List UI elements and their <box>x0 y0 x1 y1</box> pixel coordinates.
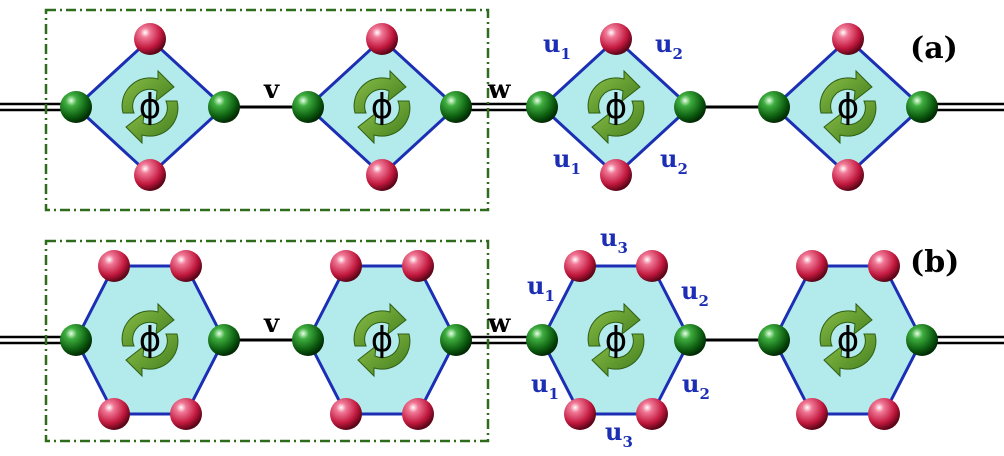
b-ring-site-top-left-3 <box>564 250 596 282</box>
b-hop-u1-bottom: u1 <box>531 369 559 403</box>
b-cell-3-phi-label: ϕ <box>605 320 627 360</box>
b-ring-site-top-right-3 <box>636 250 668 282</box>
b-ring-site-bottom-left-3 <box>564 398 596 430</box>
a-hop-u2-top-sub: 2 <box>672 45 682 63</box>
a-cell-1-phi-label: ϕ <box>139 87 161 127</box>
a-hop-u1-bottom-base: u <box>553 144 570 173</box>
a-link-site-left-4 <box>758 91 790 123</box>
b-link-site-left-1 <box>60 324 92 356</box>
a-ring-site-bottom-2 <box>366 159 398 191</box>
b-ring-site-bottom-right-4 <box>868 398 900 430</box>
b-cell-1-phi-label: ϕ <box>139 320 161 360</box>
a-hop-u2-bottom-base: u <box>660 144 677 173</box>
b-hop-u2-bottom: u2 <box>682 369 710 403</box>
a-unit-cell-box <box>44 8 490 212</box>
b-hop-u1-top-sub: 1 <box>544 287 554 305</box>
a-hop-u2-bottom: u2 <box>660 144 688 178</box>
b-hop-u1-top: u1 <box>527 271 555 305</box>
b-ring-site-bottom-left-4 <box>796 398 828 430</box>
b-ring-site-bottom-left-2 <box>330 398 362 430</box>
b-hop-u3-top-base: u <box>600 223 617 252</box>
b-hop-u2-top-base: u <box>681 276 698 305</box>
a-hop-u1-top-sub: 1 <box>560 45 570 63</box>
a-ring-site-bottom-3 <box>600 159 632 191</box>
b-link-site-left-2 <box>292 324 324 356</box>
a-ring-site-top-2 <box>366 23 398 55</box>
a-ring-site-top-3 <box>600 23 632 55</box>
a-bond-label-w: w <box>487 75 511 105</box>
b-hop-u3-bottom-sub: 3 <box>622 433 632 451</box>
b-hop-u3-bottom-base: u <box>605 417 622 446</box>
b-ring-site-bottom-right-3 <box>636 398 668 430</box>
b-ring-site-top-left-1 <box>98 250 130 282</box>
b-link-site-left-3 <box>526 324 558 356</box>
cells-layer: ϕ ϕ ϕ ϕ ϕ ϕ ϕ ϕ <box>60 23 938 430</box>
a-hop-u2-top: u2 <box>655 29 683 63</box>
a-cell-4-phi-label: ϕ <box>837 87 859 127</box>
b-hop-u2-top-sub: 2 <box>698 292 708 310</box>
a-link-site-right-4 <box>906 91 938 123</box>
b-ring-site-top-right-2 <box>402 250 434 282</box>
a-link-site-left-1 <box>60 91 92 123</box>
b-link-site-right-4 <box>906 324 938 356</box>
b-hop-u1-bottom-sub: 1 <box>548 385 558 403</box>
a-hop-u1-top: u1 <box>543 29 571 63</box>
b-hop-u2-bottom-sub: 2 <box>699 385 709 403</box>
a-cell-2-phi-label: ϕ <box>371 87 393 127</box>
a-cell-3-phi-label: ϕ <box>605 87 627 127</box>
b-ring-site-top-left-2 <box>330 250 362 282</box>
b-hop-u3-top-sub: 3 <box>617 239 627 257</box>
panel-label-b: (b) <box>910 245 959 280</box>
b-link-site-right-1 <box>208 324 240 356</box>
a-ring-site-bottom-4 <box>832 159 864 191</box>
b-hop-u2-bottom-base: u <box>682 369 699 398</box>
b-ring-site-bottom-left-1 <box>98 398 130 430</box>
a-hop-u2-top-base: u <box>655 29 672 58</box>
a-link-site-right-3 <box>674 91 706 123</box>
b-unit-cell-box <box>44 239 490 443</box>
b-ring-site-top-right-1 <box>170 250 202 282</box>
b-ring-site-bottom-right-1 <box>170 398 202 430</box>
b-link-site-right-2 <box>440 324 472 356</box>
b-bond-label-w: w <box>487 309 511 339</box>
a-link-site-right-1 <box>208 91 240 123</box>
a-ring-site-top-4 <box>832 23 864 55</box>
a-link-site-left-2 <box>292 91 324 123</box>
a-hop-u1-bottom: u1 <box>553 144 581 178</box>
a-hop-u1-top-base: u <box>543 29 560 58</box>
panel-label-a: (a) <box>910 31 958 66</box>
b-hop-u3-top: u3 <box>600 223 628 257</box>
b-hop-u3-bottom: u3 <box>605 417 633 451</box>
b-cell-4-phi-label: ϕ <box>837 320 859 360</box>
a-link-site-left-3 <box>526 91 558 123</box>
a-link-site-right-2 <box>440 91 472 123</box>
b-hop-u1-top-base: u <box>527 271 544 300</box>
b-hop-u1-bottom-base: u <box>531 369 548 398</box>
b-link-site-left-4 <box>758 324 790 356</box>
a-ring-site-top-1 <box>134 23 166 55</box>
b-hop-u2-top: u2 <box>681 276 709 310</box>
a-hop-u1-bottom-sub: 1 <box>570 160 580 178</box>
unit-cell-boxes <box>44 8 490 443</box>
b-ring-site-top-left-4 <box>796 250 828 282</box>
b-ring-site-top-right-4 <box>868 250 900 282</box>
b-ring-site-bottom-right-2 <box>402 398 434 430</box>
b-cell-2-phi-label: ϕ <box>371 320 393 360</box>
a-hop-u2-bottom-sub: 2 <box>677 160 687 178</box>
a-ring-site-bottom-1 <box>134 159 166 191</box>
a-bond-label-v: v <box>263 75 280 105</box>
b-link-site-right-3 <box>674 324 706 356</box>
b-bond-label-v: v <box>263 309 280 339</box>
